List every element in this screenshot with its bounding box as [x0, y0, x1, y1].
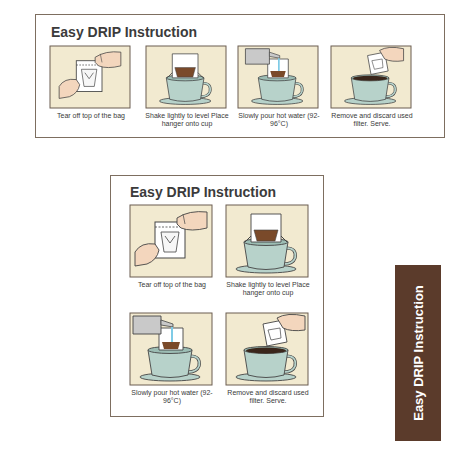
step-frame [331, 46, 411, 108]
step-caption: Remove and discard used filter. Serve. [224, 389, 312, 405]
step-picture [344, 47, 403, 104]
step-caption: Shake lightly to level Place hanger onto… [224, 281, 312, 297]
step-card: Tear off top of the bag [51, 47, 131, 123]
instruction-panel: Easy DRIP InstructionTear off top of the… [110, 175, 324, 417]
instruction-panel: Easy DRIP InstructionTear off top of the… [35, 14, 445, 138]
step-card: Slowly pour hot water (92-96°C) [239, 47, 319, 131]
step-card: Tear off top of the bag [131, 206, 213, 292]
step-picture [245, 49, 302, 105]
step-card: Shake lightly to level Place hanger onto… [227, 206, 309, 300]
step-card: Remove and discard used filter. Serve. [227, 314, 309, 408]
side-band: Easy DRIP Instruction [395, 265, 441, 441]
step-frame [238, 46, 318, 108]
step-picture [159, 54, 210, 105]
step-frame [50, 46, 130, 108]
step-card: Remove and discard used filter. Serve. [332, 47, 412, 131]
step-picture [59, 52, 121, 99]
step-picture [133, 316, 200, 381]
step-card: Slowly pour hot water (92-96°C) [131, 314, 213, 408]
step-caption: Tear off top of the bag [128, 281, 216, 289]
panel-title: Easy DRIP Instruction [51, 24, 197, 40]
step-frames-top [50, 46, 411, 108]
panel-title: Easy DRIP Instruction [130, 184, 276, 200]
step-card: Shake lightly to level Place hanger onto… [147, 47, 227, 131]
step-frame [226, 313, 308, 385]
step-caption: Slowly pour hot water (92-96°C) [236, 112, 322, 128]
step-picture [236, 314, 305, 381]
step-frame [130, 313, 212, 385]
step-caption: Shake lightly to level Place hanger onto… [144, 112, 230, 128]
step-caption: Remove and discard used filter. Serve. [329, 112, 415, 128]
step-picture [135, 212, 207, 266]
step-picture [236, 214, 296, 273]
step-frame [130, 205, 212, 277]
step-caption: Tear off top of the bag [48, 112, 134, 120]
step-frame [146, 46, 226, 108]
panel-title: Easy DRIP Instruction [411, 285, 426, 421]
step-caption: Slowly pour hot water (92-96°C) [128, 389, 216, 405]
step-frame [226, 205, 308, 277]
